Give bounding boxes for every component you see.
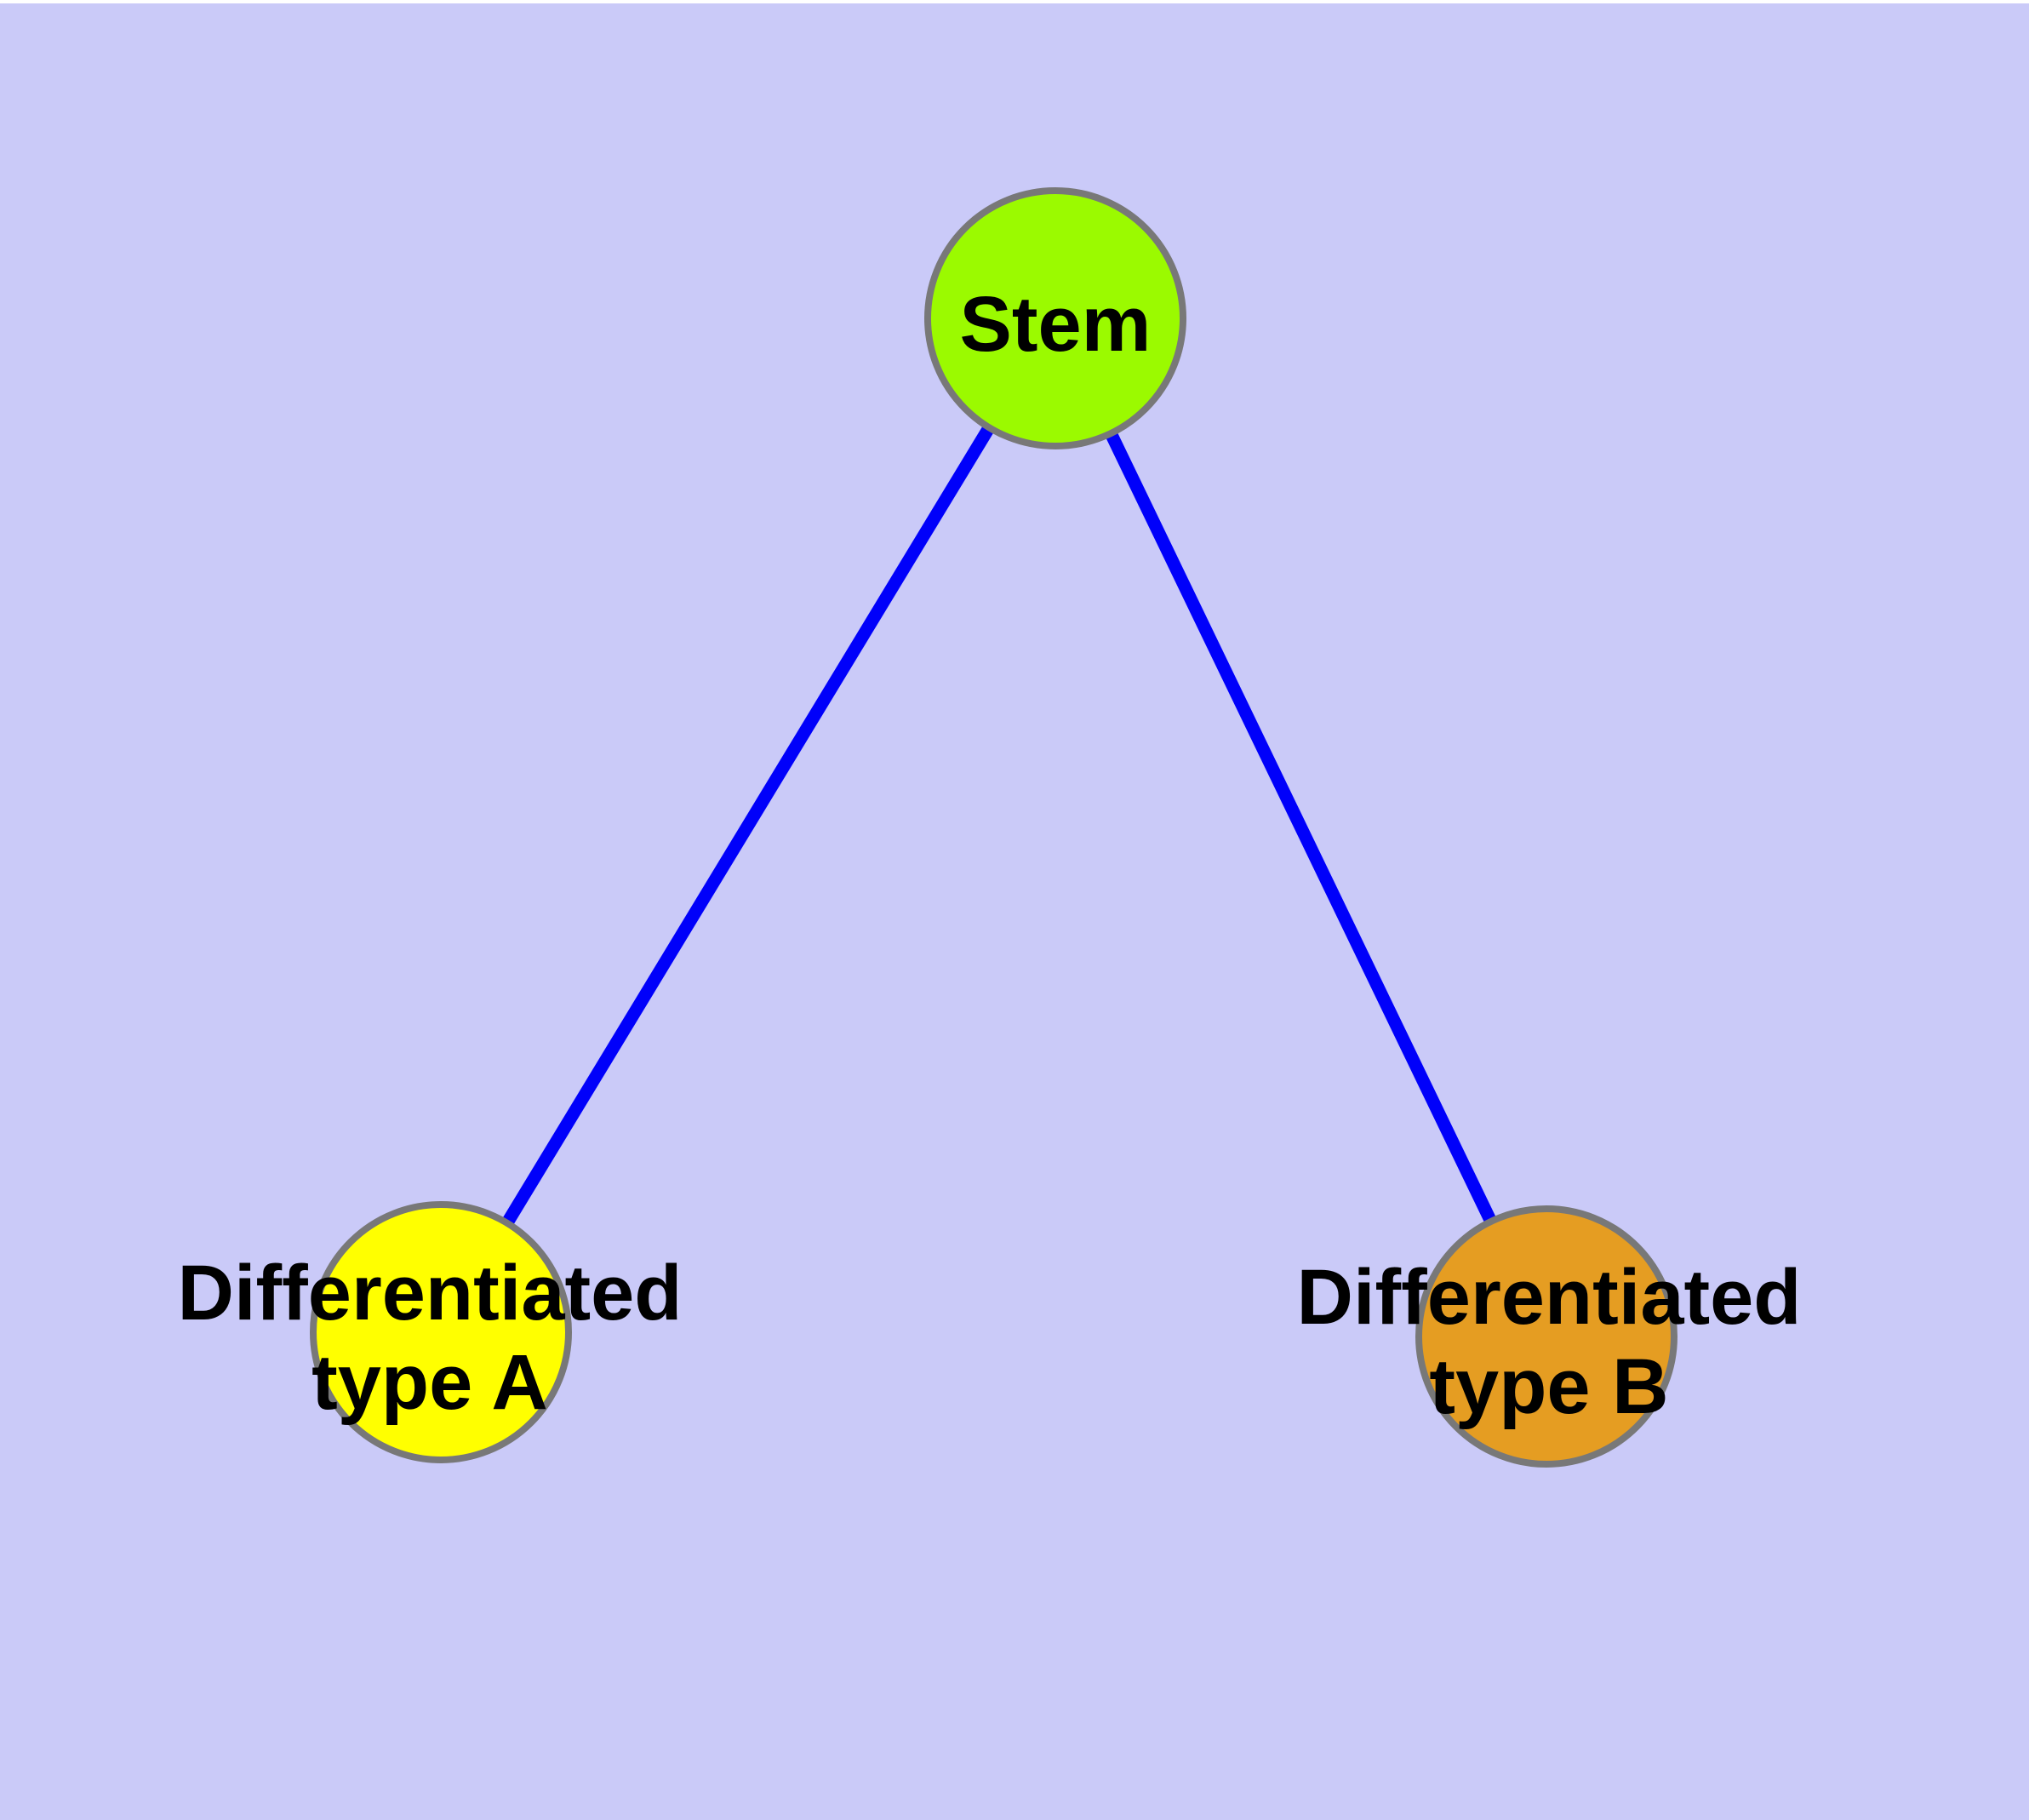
node-differentiated-type-b: Differentiated type B: [1297, 1205, 1802, 1468]
stem-node-circle: [924, 187, 1186, 449]
node-differentiated-type-a: Differentiated type A: [178, 1201, 683, 1463]
node-stem: Stem: [924, 187, 1186, 449]
stem-node-label: Stem: [960, 281, 1152, 368]
edge-stem-to-type-b: [1049, 315, 1552, 1340]
top-margin-strip: [0, 0, 2029, 3]
type-b-node-circle: [1415, 1205, 1677, 1468]
type-a-node-circle: [310, 1201, 572, 1463]
type-a-node-label-line1: Differentiated: [178, 1250, 683, 1336]
type-b-node-label-line2: type B: [1429, 1343, 1668, 1430]
type-b-node-label-line1: Differentiated: [1297, 1254, 1802, 1341]
type-a-node-label-line2: type A: [311, 1339, 548, 1426]
edge-stem-to-type-a: [435, 315, 1061, 1336]
